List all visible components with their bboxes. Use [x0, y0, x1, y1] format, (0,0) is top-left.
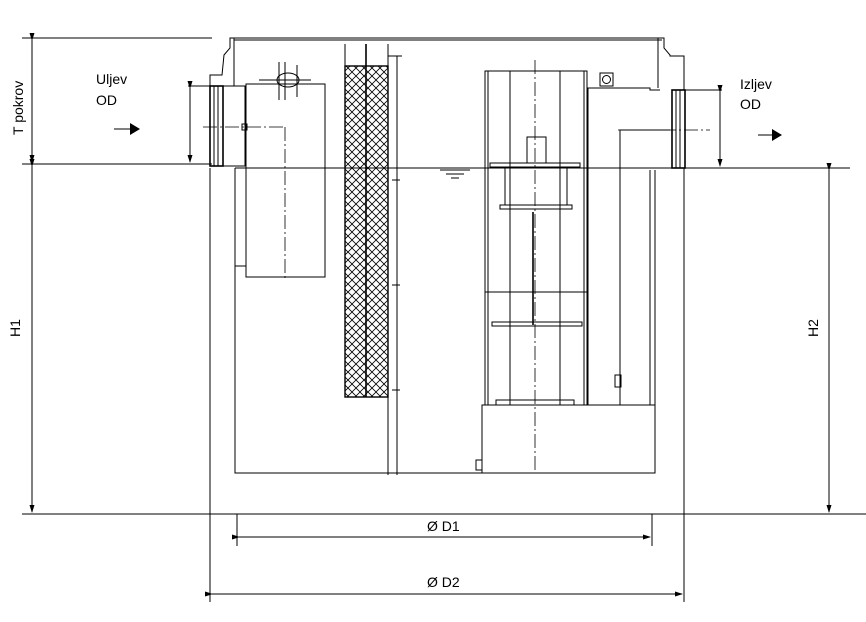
dimension-d1: [232, 514, 653, 546]
inlet-box: [235, 62, 326, 280]
inspection-port: [599, 72, 614, 87]
outlet-label: Izljev: [740, 76, 772, 92]
d1-label: Ø D1: [427, 518, 460, 534]
inlet-od-label: OD: [96, 92, 117, 108]
inner-tank: [234, 168, 656, 474]
outlet-pipe: [587, 87, 710, 405]
dimension-d2: [205, 514, 685, 602]
outlet-od-label: OD: [740, 96, 761, 112]
inlet-label: Uljev: [96, 71, 127, 87]
water-level-symbol: [440, 169, 470, 179]
h2-label: H2: [805, 319, 821, 337]
t-pokrov-label: T pokrov: [10, 81, 26, 135]
float-cage: [484, 60, 588, 470]
coalescing-filter: [344, 44, 402, 475]
inlet-flow-arrow: [114, 123, 140, 135]
d2-label: Ø D2: [427, 574, 460, 590]
h1-label: H1: [7, 319, 23, 337]
reference-lines: [22, 37, 866, 515]
outer-chamber: [209, 37, 685, 514]
dimension-outlet-od: [684, 85, 723, 167]
outlet-flow-arrow: [758, 129, 782, 141]
sediment-box: [475, 404, 655, 473]
dimension-inlet-od: [187, 81, 210, 163]
inlet-pipe: [203, 85, 285, 167]
